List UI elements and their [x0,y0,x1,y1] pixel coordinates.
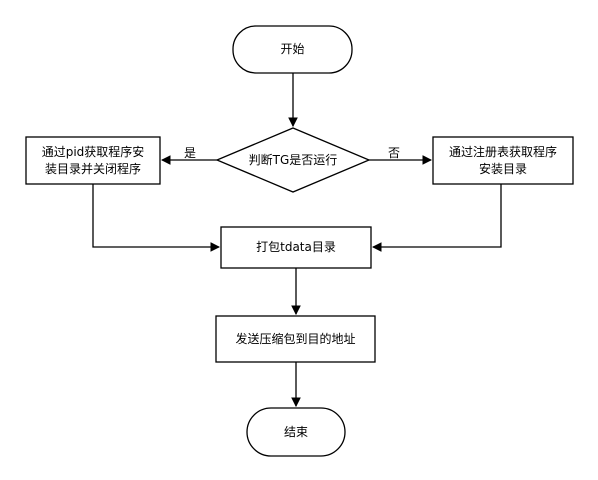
send-label: 发送压缩包到目的地址 [235,331,356,346]
left-process-label: 通过pid获取程序安 装目录并关闭程序 [41,144,145,176]
yes-edge-label: 是 [184,146,197,160]
decision-diamond [215,127,371,193]
decision-label: 判断TG是否运行 [248,152,338,167]
package-label: 打包tdata目录 [256,240,336,254]
right-process-label: 通过注册表获取程序 安装目录 [448,144,557,176]
left-process-box [25,136,161,185]
end-terminator [246,407,346,457]
right-process-box [432,136,574,185]
end-label: 结束 [283,424,308,439]
edge-left-to-package [92,184,219,247]
start-label: 开始 [280,42,305,56]
no-edge-label: 否 [388,146,401,160]
package-box [220,226,372,269]
edge-right-to-package [373,184,502,247]
